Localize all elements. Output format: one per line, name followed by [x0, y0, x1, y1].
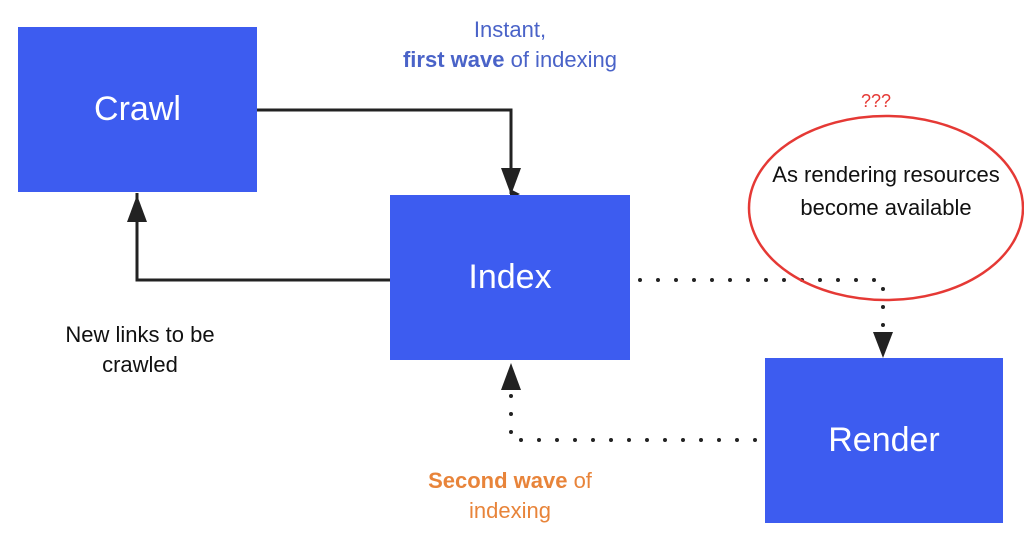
arrowhead-crawl — [127, 195, 147, 222]
question-annotation: ??? — [860, 91, 892, 111]
first-wave-line1: Instant, — [473, 17, 547, 42]
second-wave-label: Second wave of indexing — [395, 466, 625, 526]
second-wave-line2: indexing — [469, 498, 551, 523]
second-wave-bold: Second wave — [428, 468, 568, 493]
dotted-render-to-index — [509, 390, 757, 442]
first-wave-label: Instant, first wave of indexing — [360, 15, 660, 75]
second-wave-rest: of — [567, 468, 592, 493]
arrowhead-index-top — [501, 168, 521, 195]
annotation-ellipse — [747, 114, 1024, 302]
arrowhead-render — [873, 332, 893, 358]
render-label: Render — [828, 421, 940, 459]
arrow-crawl-to-index — [257, 108, 520, 199]
arrow-index-to-crawl — [135, 193, 390, 282]
first-wave-bold: first wave — [402, 47, 505, 72]
resources-label: As rendering resources become available — [772, 162, 1000, 220]
crawl-label: Crawl — [94, 90, 181, 128]
dotted-index-to-render — [638, 278, 885, 337]
arrowhead-index-bottom — [501, 363, 521, 390]
render-node: Render — [765, 358, 1003, 523]
new-links-label: New links to be crawled — [65, 322, 215, 377]
crawl-node: Crawl — [18, 27, 257, 192]
first-wave-rest: of indexing — [504, 47, 618, 72]
index-label: Index — [468, 258, 552, 296]
index-node: Index — [390, 195, 630, 360]
